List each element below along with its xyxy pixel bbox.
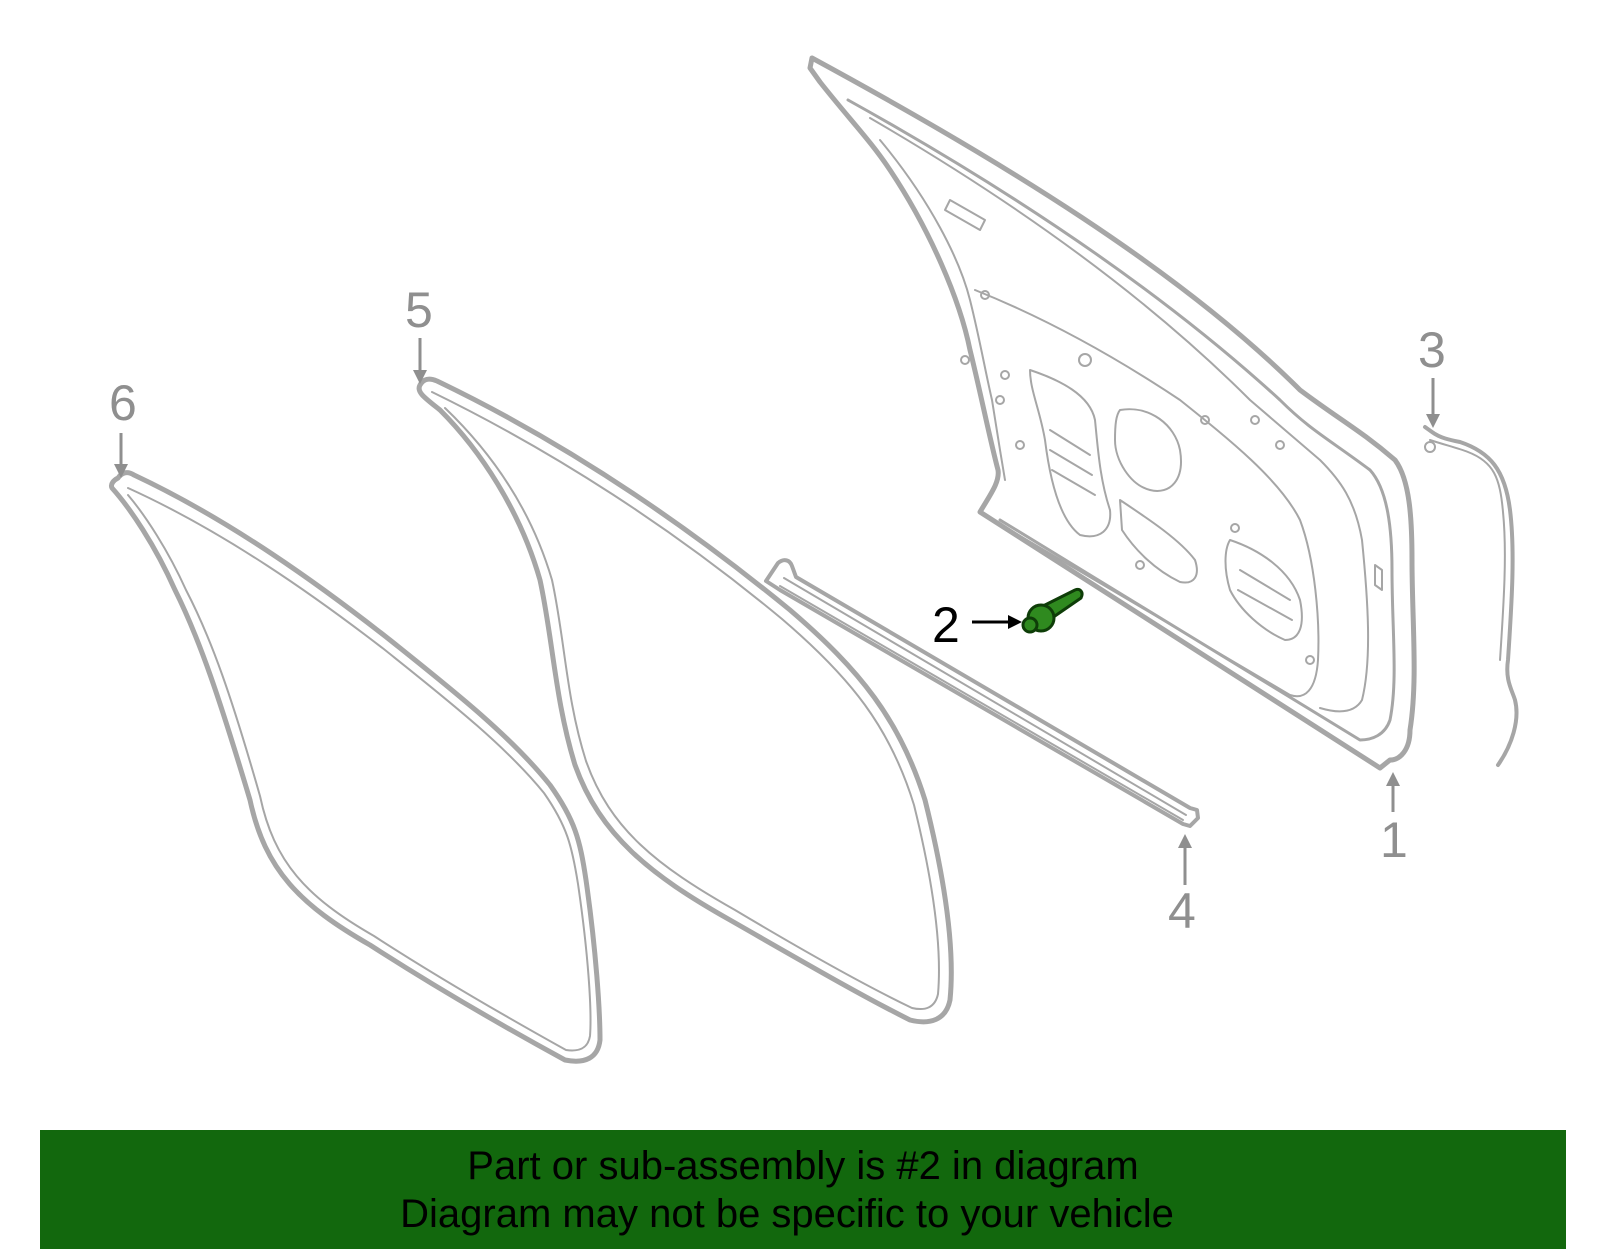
callout-2-label[interactable]: 2 xyxy=(932,597,960,653)
callout-3-label[interactable]: 3 xyxy=(1418,322,1446,378)
part-5-weatherstrip[interactable] xyxy=(416,376,954,1025)
part-1-door-shell[interactable] xyxy=(807,55,1417,771)
callout-1-arrow xyxy=(1386,772,1400,812)
banner-line-part: Part or sub-assembly is #2 in diagram xyxy=(467,1143,1139,1188)
banner-line-disclaimer: Diagram may not be specific to your vehi… xyxy=(400,1191,1174,1236)
callout-2-arrow xyxy=(972,615,1022,629)
callout-5-label[interactable]: 5 xyxy=(405,282,433,338)
callout-6-label[interactable]: 6 xyxy=(109,375,137,431)
part-2-bolt[interactable] xyxy=(1021,588,1084,634)
info-banner: Part or sub-assembly is #2 in diagram Di… xyxy=(40,1130,1566,1249)
callout-3-arrow xyxy=(1426,378,1440,428)
part-3-weatherstrip[interactable] xyxy=(1423,425,1519,767)
callout-4-arrow xyxy=(1178,834,1192,885)
part-4-belt-molding[interactable] xyxy=(764,558,1200,828)
callout-4-label[interactable]: 4 xyxy=(1168,883,1196,939)
part-6-weatherstrip[interactable] xyxy=(109,470,603,1064)
callout-1-label[interactable]: 1 xyxy=(1380,812,1408,868)
callout-6-arrow xyxy=(114,433,128,478)
callout-5-arrow xyxy=(413,338,427,384)
